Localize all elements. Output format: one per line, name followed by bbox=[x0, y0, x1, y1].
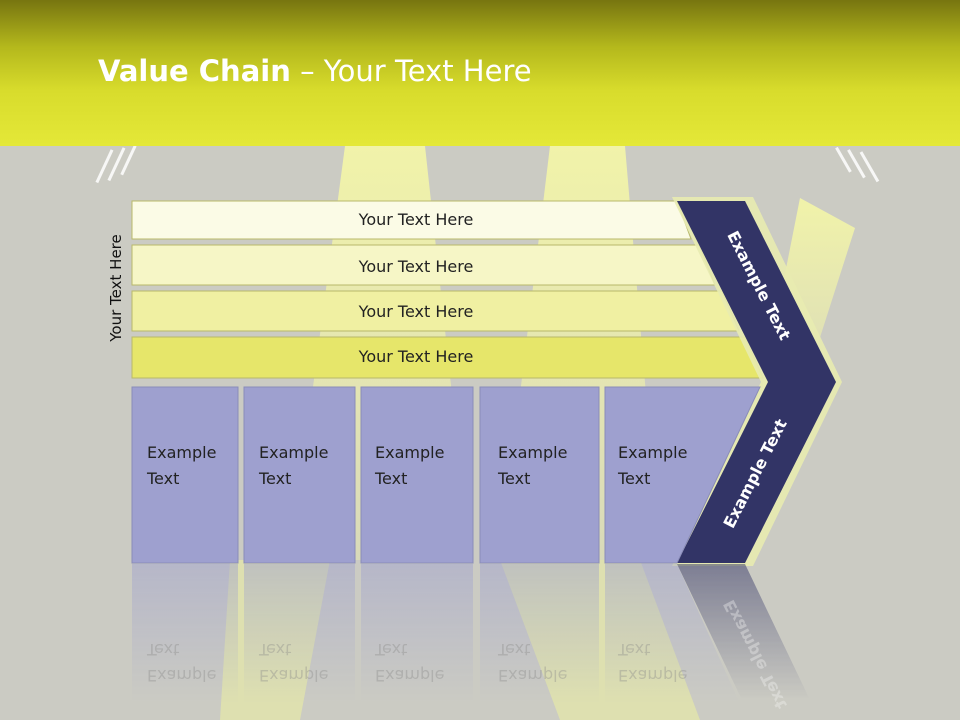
reflection-text: Example bbox=[147, 666, 216, 685]
column-label-5-line2: Text bbox=[617, 469, 650, 488]
title-rest: – Your Text Here bbox=[290, 54, 532, 88]
reflection-text: Text bbox=[146, 640, 179, 659]
header-bar: Value Chain – Your Text Here bbox=[0, 0, 960, 146]
column-label-2-line2: Text bbox=[258, 469, 291, 488]
column-label-3-line2: Text bbox=[374, 469, 407, 488]
column-reflection bbox=[132, 564, 238, 704]
side-label: Your Text Here bbox=[107, 234, 125, 342]
column-reflection bbox=[361, 564, 473, 704]
row-label-3: Your Text Here bbox=[358, 302, 474, 321]
row-label-1: Your Text Here bbox=[358, 210, 474, 229]
row-shape-1 bbox=[131, 200, 692, 240]
chevron-reflection bbox=[677, 564, 810, 700]
column-box: Example Text bbox=[243, 386, 356, 564]
reflection-text: Text bbox=[497, 640, 530, 659]
column-label-1-line2: Text bbox=[146, 469, 179, 488]
column-shape-2 bbox=[243, 386, 356, 564]
reflection-text: Example bbox=[375, 666, 444, 685]
column-box: Example Text bbox=[604, 386, 761, 564]
title-bold: Value Chain bbox=[98, 54, 291, 88]
column-reflection bbox=[605, 564, 740, 704]
light-fixture-icon bbox=[95, 145, 137, 184]
column-label-2-line1: Example bbox=[259, 443, 328, 462]
reflection-text: Text bbox=[374, 640, 407, 659]
column-label-5-line1: Example bbox=[618, 443, 687, 462]
reflection-text: Example bbox=[498, 666, 567, 685]
column-reflection bbox=[244, 564, 355, 704]
row-band: Your Text Here bbox=[131, 200, 692, 240]
page-title: Value Chain – Your Text Here bbox=[98, 54, 532, 88]
column-label-4-line1: Example bbox=[498, 443, 567, 462]
column-shape-4 bbox=[479, 386, 600, 564]
reflection-text: Text bbox=[617, 640, 650, 659]
reflection: Example Text Example Text Example Text E… bbox=[132, 564, 810, 712]
column-label-4-line2: Text bbox=[497, 469, 530, 488]
column-reflection bbox=[480, 564, 599, 704]
column-label-1-line1: Example bbox=[147, 443, 216, 462]
column-shape-3 bbox=[360, 386, 474, 564]
row-band: Your Text Here bbox=[131, 244, 716, 286]
chevron-shape bbox=[677, 201, 836, 563]
light-fixture-icon bbox=[835, 146, 880, 183]
row-band: Your Text Here bbox=[131, 336, 764, 379]
column-box: Example Text bbox=[479, 386, 600, 564]
column-shape-1 bbox=[131, 386, 239, 564]
column-box: Example Text bbox=[360, 386, 474, 564]
column-shape-5 bbox=[604, 386, 761, 564]
reflection-text: Example bbox=[618, 666, 687, 685]
column-label-3-line1: Example bbox=[375, 443, 444, 462]
reflection-text: Example bbox=[259, 666, 328, 685]
row-label-2: Your Text Here bbox=[358, 257, 474, 276]
column-box: Example Text bbox=[131, 386, 239, 564]
row-band: Your Text Here bbox=[131, 290, 740, 332]
row-label-4: Your Text Here bbox=[358, 347, 474, 366]
reflection-text: Text bbox=[258, 640, 291, 659]
